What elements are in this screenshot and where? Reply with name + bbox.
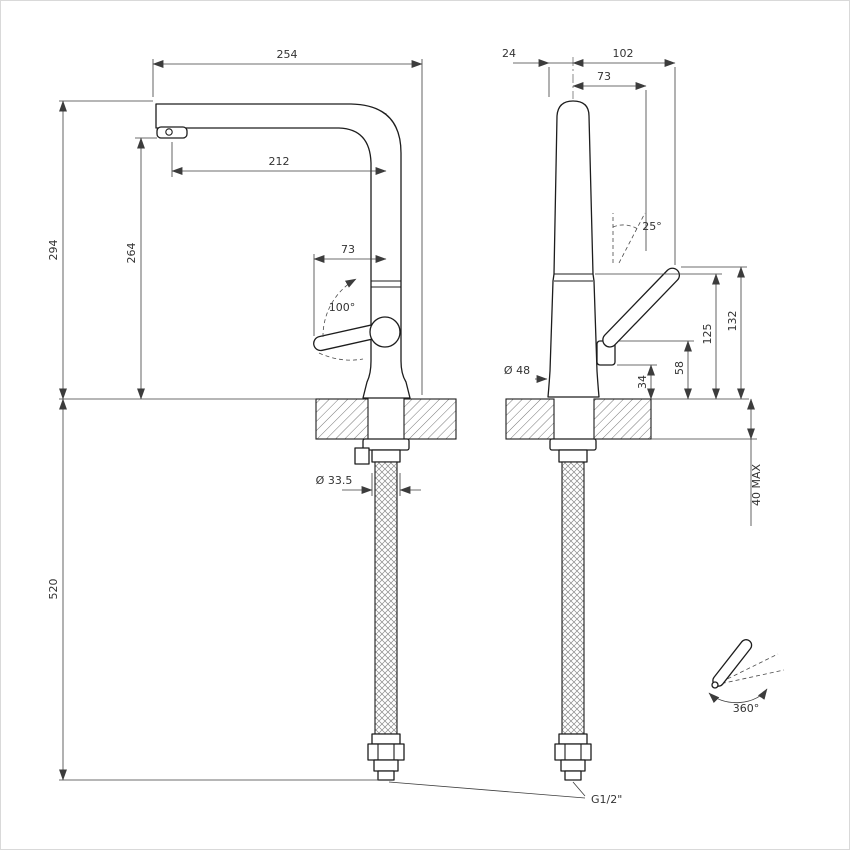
dim-label-dia-33-5: Ø 33.5 xyxy=(316,474,353,487)
dim-label-212: 212 xyxy=(269,155,290,168)
dim-label-100deg: 100° xyxy=(329,301,356,314)
locknut-flange-right xyxy=(549,438,597,451)
rotation-symbol: 360° xyxy=(708,639,785,715)
handle-rotation-arc xyxy=(322,278,357,338)
rotation-arrow-arc xyxy=(708,688,768,704)
aerator-hole xyxy=(165,128,173,136)
dim-label-132: 132 xyxy=(726,311,739,332)
counter-section-right-b xyxy=(593,398,652,440)
handle-lever-front xyxy=(602,267,681,348)
counter-section-right-a xyxy=(505,398,555,440)
dim-label-thread: G1/2" xyxy=(591,793,622,806)
threaded-shank-right xyxy=(558,449,588,463)
handle-alt-position xyxy=(318,352,364,361)
dim-label-58: 58 xyxy=(673,361,686,375)
counter-section-left-b xyxy=(403,398,457,440)
mounting-bracket xyxy=(354,447,370,465)
flexible-hose-left xyxy=(374,461,398,735)
angle-arc-25 xyxy=(612,224,639,230)
rotation-alt-position-2 xyxy=(714,669,785,686)
dim-label-73-right: 73 xyxy=(597,70,611,83)
dim-label-264: 264 xyxy=(125,243,138,264)
rotation-lever-icon xyxy=(712,639,753,687)
dim-label-dia-48: Ø 48 xyxy=(504,364,530,377)
hex-nut-right xyxy=(554,743,592,761)
connector-body-right xyxy=(560,759,586,772)
connector-tip xyxy=(377,770,395,781)
dim-label-34: 34 xyxy=(636,375,649,389)
dim-label-520: 520 xyxy=(47,579,60,600)
angle-ref-tilted xyxy=(618,212,646,264)
left-view xyxy=(155,103,457,781)
connector-tip-right xyxy=(564,770,582,781)
locknut-flange xyxy=(362,438,410,451)
faucet-body-front-outline xyxy=(547,100,600,398)
rotation-label-360: 360° xyxy=(733,702,760,715)
right-view xyxy=(505,57,681,781)
dim-label-254: 254 xyxy=(277,48,298,61)
rotation-alt-position xyxy=(714,653,779,686)
dim-label-25deg: 25° xyxy=(642,220,662,233)
handle-ball-joint xyxy=(369,316,401,348)
rotation-pivot xyxy=(711,681,719,689)
left-view-dimensions: 254 212 294 264 73 100° Ø 33.5 520 xyxy=(47,48,423,781)
hex-nut xyxy=(367,743,405,761)
counter-section-left-a xyxy=(315,398,369,440)
connector-body xyxy=(373,759,399,772)
dim-label-102: 102 xyxy=(613,47,634,60)
dim-label-125: 125 xyxy=(701,324,714,345)
hose-ferrule xyxy=(371,733,401,745)
dim-label-24: 24 xyxy=(502,47,516,60)
flexible-hose-right xyxy=(561,461,585,735)
dim-label-294: 294 xyxy=(47,240,60,261)
dim-label-40max: 40 MAX xyxy=(750,464,763,507)
faucet-body-side-outline xyxy=(155,103,411,399)
dim-label-73-left: 73 xyxy=(341,243,355,256)
right-view-dimensions: 24 102 73 25° 34 58 125 132 Ø 48 xyxy=(388,47,763,806)
threaded-shank xyxy=(371,449,401,463)
hose-ferrule-right xyxy=(558,733,588,745)
